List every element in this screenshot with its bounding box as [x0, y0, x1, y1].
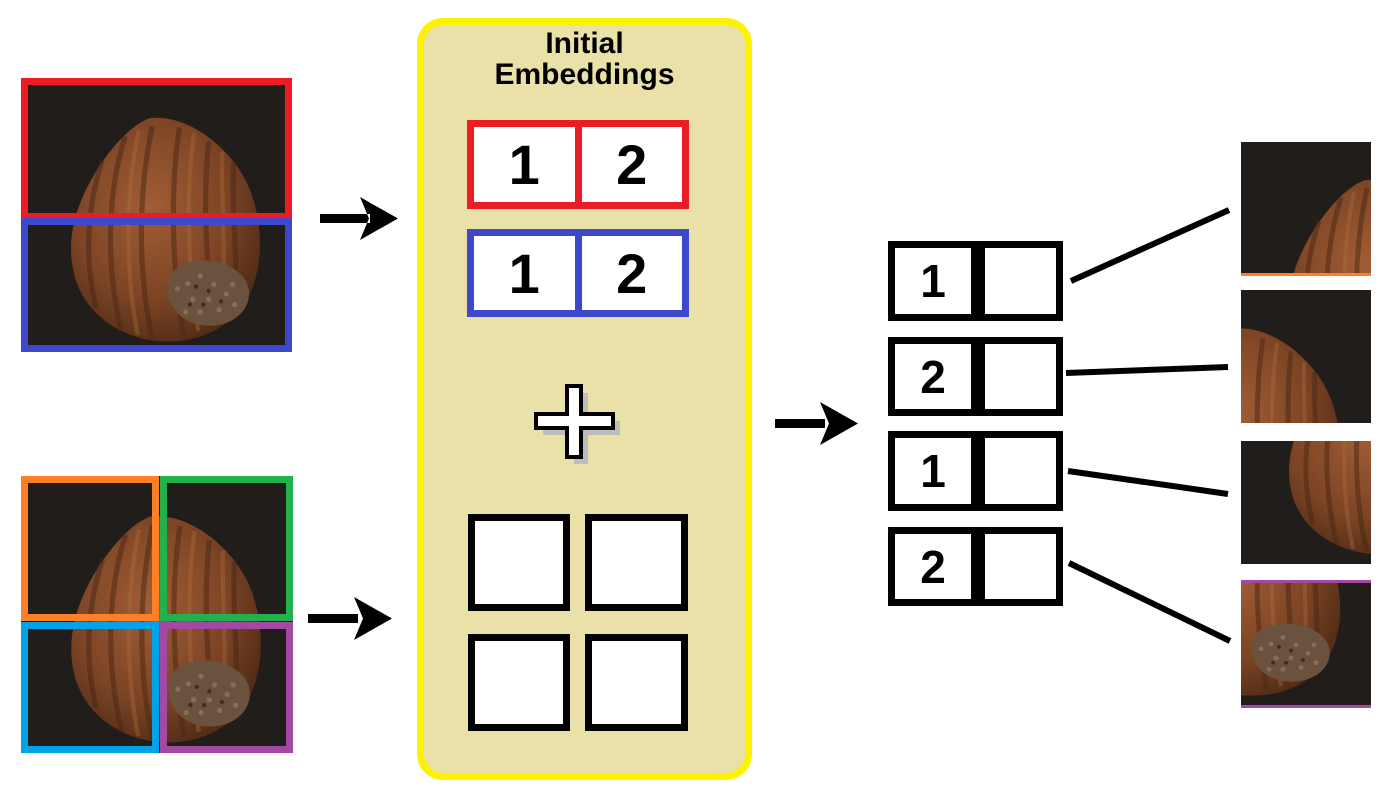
source-image-four-patches: [21, 476, 293, 753]
token-position-box: 2: [888, 337, 978, 416]
hazelnut-patch-image: [1241, 290, 1371, 423]
patch-outline-blue-bottom: [21, 218, 292, 352]
token-patch-box-purple: [978, 527, 1063, 606]
patch-crop-top-right: [1241, 290, 1371, 423]
position-embedding-strip-blue: 1 2: [467, 229, 689, 317]
patch-outline-red-top: [21, 78, 292, 220]
token-4-connector-line: [1067, 560, 1232, 644]
position-cell: 1: [508, 241, 540, 305]
patch-crop-top-left: [1241, 142, 1371, 276]
patch-embedding-square-purple: [585, 634, 688, 731]
patch-embedding-square-cyan: [468, 634, 570, 731]
position-cell: 2: [574, 127, 683, 202]
right-arrow-icon: [775, 402, 858, 445]
token-3-connector-line: [1067, 468, 1229, 497]
hazelnut-patch-image: [1241, 583, 1371, 705]
patch-outline-purple-bottom-right: [160, 622, 293, 753]
token-position-box: 2: [888, 527, 978, 606]
token-1-connector-line: [1069, 207, 1231, 284]
token-2-connector-line: [1065, 364, 1229, 376]
token-patch-box-cyan: [978, 431, 1063, 511]
token-position-box: 1: [888, 431, 978, 511]
panel-title-line2: Embeddings: [494, 58, 675, 91]
patch-crop-bottom-right: [1241, 580, 1371, 708]
position-cell: 1: [508, 133, 540, 196]
patch-embedding-square-green: [585, 514, 688, 611]
panel-title-line1: Initial: [545, 27, 624, 60]
patch-outline-cyan-bottom-left: [21, 622, 159, 753]
position-embedding-strip-red: 1 2: [467, 120, 689, 209]
patch-embedding-square-orange: [468, 514, 570, 611]
right-arrow-icon: [320, 197, 398, 240]
hazelnut-patch-image: [1241, 441, 1371, 564]
patch-crop-bottom-left: [1241, 441, 1371, 564]
patch-outline-orange-top-left: [21, 476, 159, 621]
patch-outline-green-top-right: [160, 476, 293, 621]
hazelnut-patch-image: [1241, 142, 1371, 273]
token-patch-box-orange: [978, 241, 1063, 321]
panel-title: Initial Embeddings: [417, 28, 752, 90]
source-image-two-patches: [21, 78, 292, 352]
right-arrow-icon: [308, 597, 392, 640]
position-cell: 2: [574, 236, 683, 310]
token-patch-box-green: [978, 337, 1063, 416]
token-position-box: 1: [888, 241, 978, 321]
